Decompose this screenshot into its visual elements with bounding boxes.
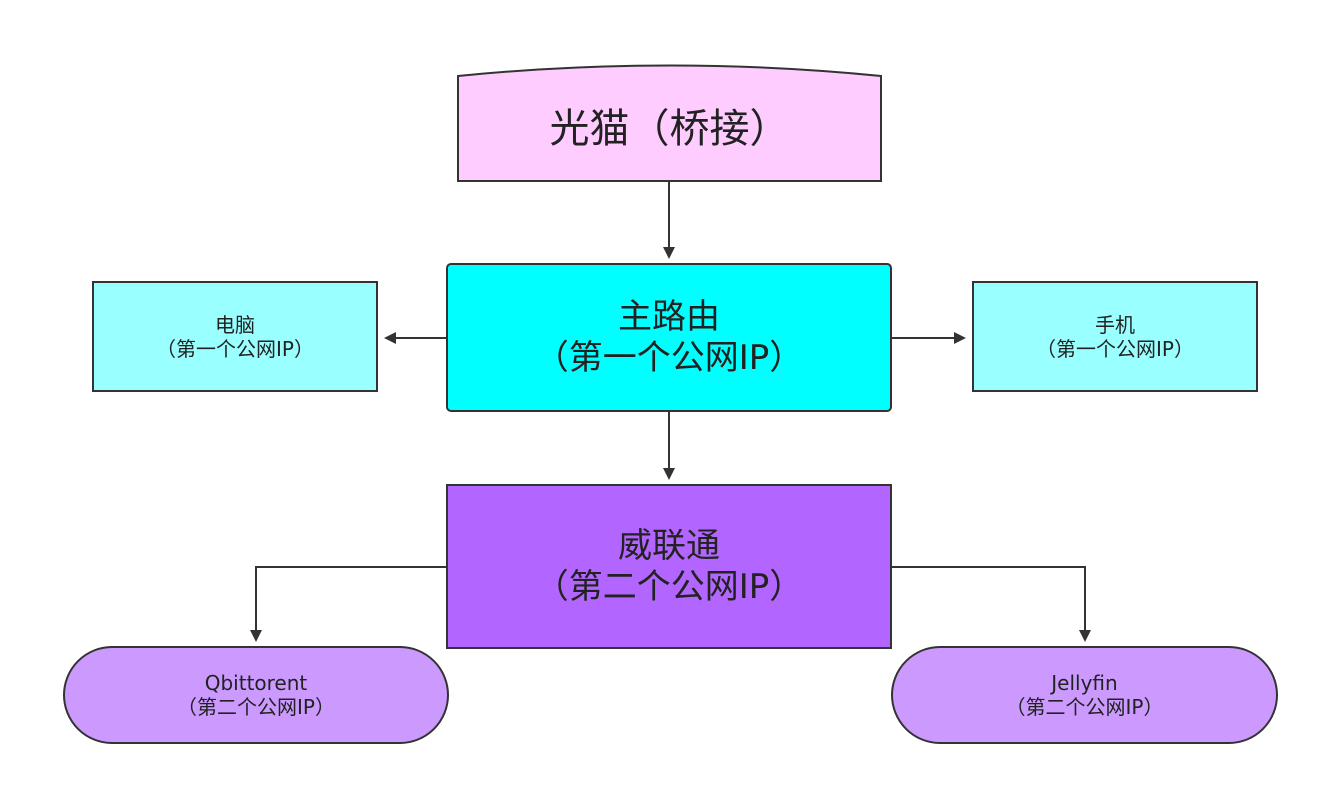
router-title: 主路由 (618, 296, 720, 337)
phone-subtitle: （第一个公网IP） (1036, 336, 1194, 361)
phone-title: 手机 (1095, 312, 1135, 337)
node-modem[interactable] (457, 64, 882, 182)
jellyfin-subtitle: （第二个公网IP） (1005, 695, 1164, 719)
pc-subtitle: （第一个公网IP） (156, 336, 314, 361)
router-subtitle: （第一个公网IP） (534, 337, 804, 378)
qbit-label: Qbittorent （第二个公网IP） (64, 647, 448, 743)
pc-label: 电脑 （第一个公网IP） (93, 282, 377, 391)
node-phone[interactable] (972, 281, 1258, 392)
node-jellyfin[interactable] (891, 646, 1278, 744)
node-qbit[interactable] (63, 646, 449, 744)
jellyfin-label: Jellyfin （第二个公网IP） (892, 647, 1277, 743)
router-label: 主路由 （第一个公网IP） (447, 264, 891, 411)
node-router[interactable] (446, 263, 892, 412)
node-pc[interactable] (92, 281, 378, 392)
phone-label: 手机 （第一个公网IP） (973, 282, 1257, 391)
modem-label: 光猫（桥接） (458, 76, 881, 181)
edge-nas-jellyfin (891, 566, 1091, 642)
qbit-title: Qbittorent (204, 671, 308, 695)
jellyfin-title: Jellyfin (1051, 671, 1118, 695)
nas-subtitle: （第二个公网IP） (534, 566, 804, 607)
edge-nas-qbit (250, 566, 447, 642)
nas-label: 威联通 （第二个公网IP） (447, 485, 891, 648)
node-nas[interactable] (446, 484, 892, 649)
pc-title: 电脑 (215, 312, 255, 337)
nas-title: 威联通 (618, 525, 720, 566)
qbit-subtitle: （第二个公网IP） (177, 695, 335, 719)
modem-title: 光猫（桥接） (549, 105, 790, 152)
